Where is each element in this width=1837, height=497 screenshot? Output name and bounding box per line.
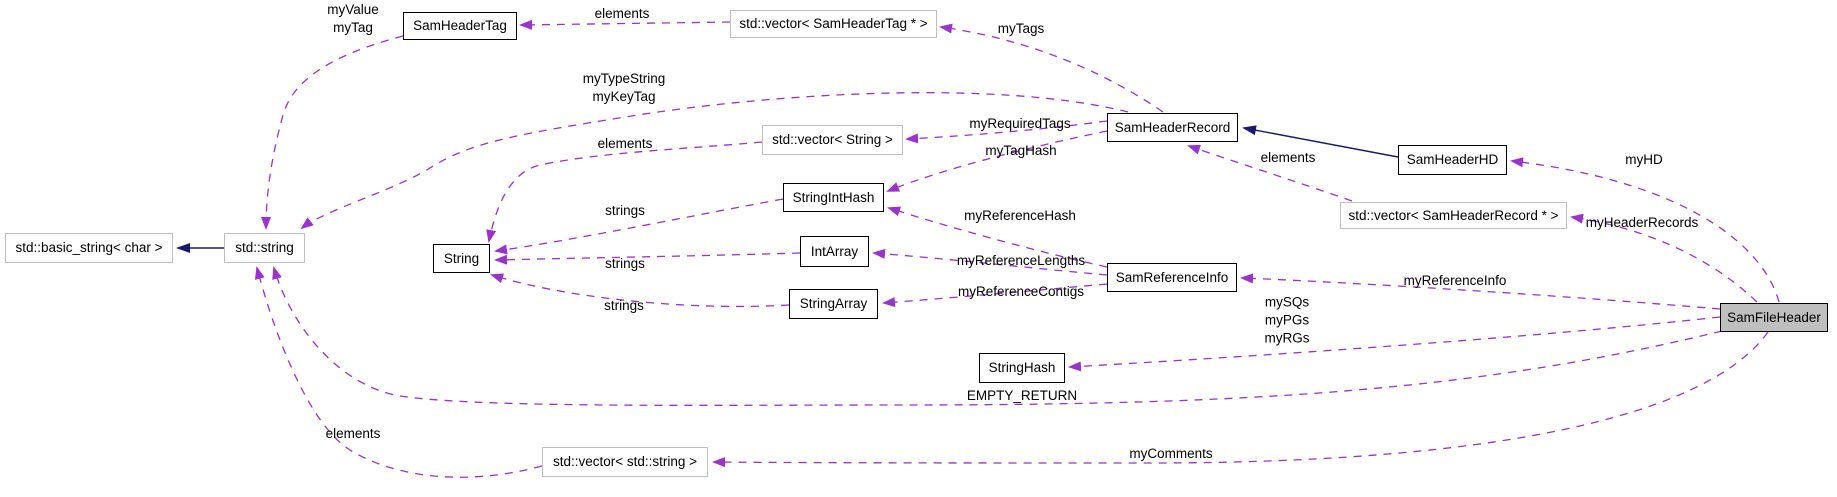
edge-empty-return: [272, 266, 1723, 406]
edge-mycomments: [712, 331, 1769, 468]
edge-myhd: [1510, 157, 1780, 303]
class-node-string-array[interactable]: StringArray: [789, 289, 878, 319]
edge-myreferencecontigs: [882, 283, 1108, 308]
edge-inherit-samheaderhd-samheaderrecord: [1242, 125, 1399, 158]
edge-elements-mid: [486, 141, 763, 243]
class-node-sam-reference-info[interactable]: SamReferenceInfo: [1107, 263, 1237, 292]
class-node-vector-sam-header-tag[interactable]: std::vector< SamHeaderTag * >: [730, 10, 937, 38]
edge-strings-1: [494, 198, 784, 255]
edge-myvalue-mytag: [261, 35, 404, 230]
edge-elements-bottom: [254, 266, 543, 478]
class-node-int-array[interactable]: IntArray: [800, 236, 869, 267]
edge-myreferenceinfo: [1240, 273, 1721, 310]
edge-mytaghash: [886, 130, 1108, 192]
class-node-std-string[interactable]: std::string: [224, 233, 305, 263]
class-node-sam-header-tag[interactable]: SamHeaderTag: [403, 12, 517, 40]
class-node-vector-std-string[interactable]: std::vector< std::string >: [542, 447, 708, 477]
class-node-vector-sam-header-record[interactable]: std::vector< SamHeaderRecord * >: [1340, 202, 1567, 229]
class-node-vector-string[interactable]: std::vector< String >: [762, 125, 903, 155]
class-node-string-int-hash[interactable]: StringIntHash: [783, 183, 884, 212]
edge-myreferencehash: [887, 206, 1108, 268]
edge-myrequiredtags: [905, 120, 1108, 144]
class-node-sam-file-header[interactable]: SamFileHeader: [1720, 303, 1828, 332]
class-node-string-hash[interactable]: StringHash: [979, 353, 1065, 383]
edge-strings-3: [490, 273, 790, 308]
class-node-string[interactable]: String: [433, 244, 490, 273]
edge-mytypestring-mykeytag: [300, 92, 1129, 230]
edge-mytags: [939, 23, 1164, 113]
edge-elements-top: [519, 19, 731, 30]
edge-mysqs-mypgs-myrgs: [1068, 316, 1721, 372]
edge-elements-record: [1187, 144, 1353, 202]
class-node-sam-header-record[interactable]: SamHeaderRecord: [1107, 113, 1238, 142]
edge-strings-2: [494, 252, 801, 265]
edge-myreferencelengths: [872, 248, 1108, 276]
edge-myheaderrecords: [1570, 213, 1758, 303]
class-node-basic-string[interactable]: std::basic_string< char >: [5, 233, 173, 263]
class-node-sam-header-hd[interactable]: SamHeaderHD: [1398, 145, 1507, 175]
